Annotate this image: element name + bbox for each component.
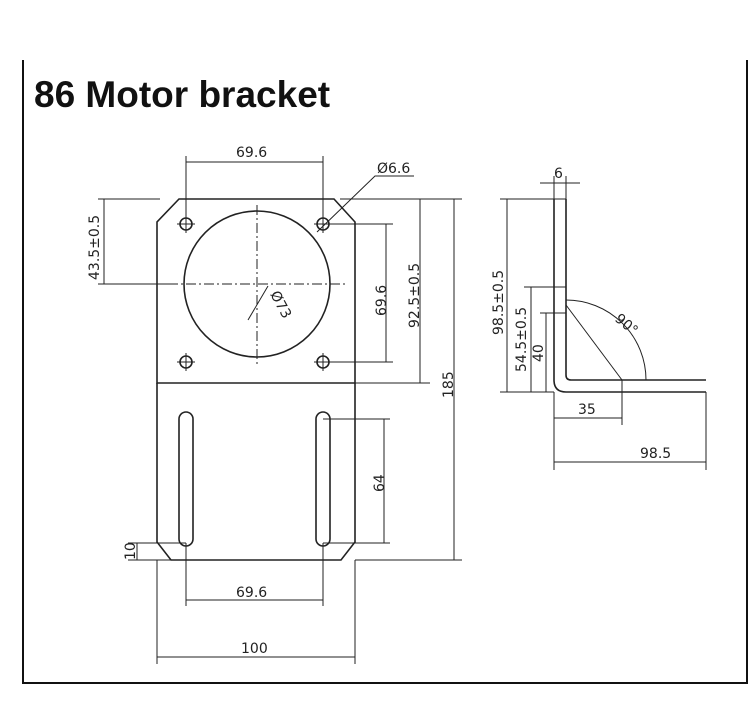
dim-hole-diameter-leader [316, 175, 414, 233]
dim-side-mid-label: 54.5±0.5 [514, 307, 530, 372]
dim-slot-spacing [185, 543, 324, 606]
dim-vertical-hole-spacing-label: 69.6 [374, 285, 390, 316]
side-view: 6 98.5±0.5 54.5±0.5 40 90° 35 98.5 [491, 166, 707, 470]
drawing-frame [22, 60, 748, 684]
dim-thickness-label: 6 [554, 166, 563, 182]
dim-vertical-hole-spacing [330, 223, 393, 363]
dim-bore-label: Ø73 [266, 288, 294, 321]
bracket-profile [553, 199, 706, 393]
dim-side-height-label: 98.5±0.5 [491, 270, 507, 335]
dim-slot-offset-label: 10 [123, 542, 139, 560]
gusset-line [565, 304, 623, 381]
dim-slot-spacing-label: 69.6 [236, 585, 267, 601]
slot-right [315, 411, 331, 547]
dim-total-height [355, 198, 462, 561]
dim-plate-width-label: 100 [241, 641, 268, 657]
dim-side-small-label: 40 [531, 344, 547, 362]
drawing-title: 86 Motor bracket [34, 74, 331, 115]
dim-side-mid [524, 286, 566, 392]
dim-base-short-label: 35 [578, 402, 596, 418]
dim-slot-offset [128, 542, 186, 561]
dim-upper-plate-height [340, 198, 430, 384]
dim-base-long [553, 392, 707, 470]
dim-base-long-label: 98.5 [640, 446, 671, 462]
dim-side-small [540, 312, 566, 392]
dim-angle-label: 90° [611, 311, 640, 339]
slot-left [178, 411, 194, 547]
dim-slot-length-label: 64 [372, 474, 388, 492]
dim-vertical-offset [98, 198, 170, 285]
dim-hole-diameter-label: Ø6.6 [377, 161, 410, 177]
dim-top-spacing-label: 69.6 [236, 145, 267, 161]
angle-arc [565, 299, 647, 381]
dim-slot-length [323, 418, 390, 544]
front-view: 69.6 Ø6.6 43.5±0.5 69.6 92.5±0.5 Ø73 185 [87, 145, 462, 664]
dim-base-short [553, 380, 623, 425]
dim-side-height [500, 198, 554, 393]
dim-bore-leader [247, 285, 269, 321]
dim-upper-plate-height-label: 92.5±0.5 [407, 263, 423, 328]
dim-total-height-label: 185 [441, 371, 457, 398]
dim-thickness [540, 176, 580, 199]
dim-top-spacing [185, 156, 324, 218]
dim-vertical-offset-label: 43.5±0.5 [87, 215, 103, 280]
dim-plate-width [156, 560, 356, 664]
lower-plate-outline [156, 383, 356, 561]
